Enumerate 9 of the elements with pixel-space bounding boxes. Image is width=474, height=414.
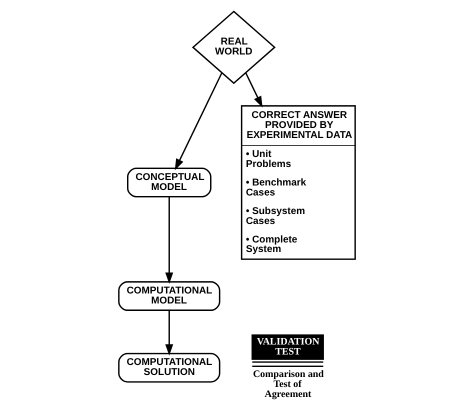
arrow <box>165 310 174 356</box>
node-label: Comparison and Test of Agreement <box>252 369 324 400</box>
arrow <box>165 196 174 284</box>
arrow <box>245 72 263 108</box>
node-box: COMPUTATIONAL SOLUTION <box>118 352 220 383</box>
node-box: CONCEPTUAL MODEL <box>127 168 212 198</box>
node-box: COMPUTATIONAL MODEL <box>118 281 220 311</box>
node-diamond: REAL WORLD <box>192 10 276 84</box>
arrow <box>174 72 222 170</box>
